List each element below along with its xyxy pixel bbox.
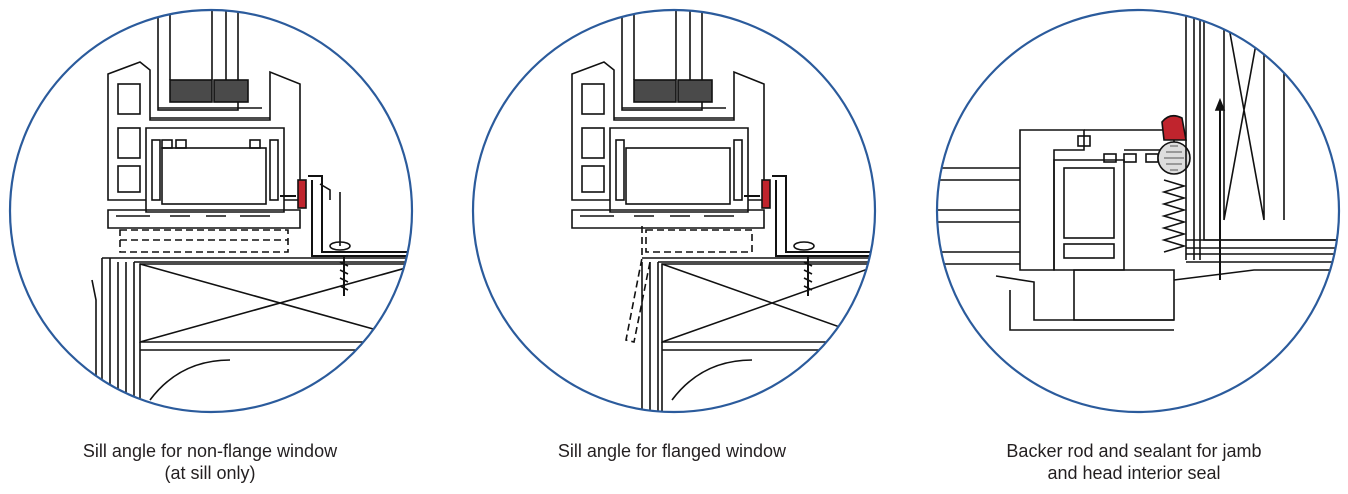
caption-line-1: Sill angle for flanged window — [557, 441, 787, 461]
backer-rod-drawing — [935, 8, 1341, 414]
detail-circle — [8, 8, 414, 414]
detail-panel-flanged-sill: Sill angle for flanged window — [462, 0, 882, 494]
caption-backer-rod: Backer rod and sealant for jamb and head… — [924, 440, 1344, 484]
detail-panel-non-flange-sill: Sill angle for non-flange window (at sil… — [0, 0, 420, 494]
detail-circle — [935, 8, 1341, 414]
non-flange-sill-drawing — [8, 8, 414, 414]
caption-line-1: Backer rod and sealant for jamb — [1006, 441, 1262, 461]
detail-panel-backer-rod: Backer rod and sealant for jamb and head… — [924, 0, 1344, 494]
caption-line-2: (at sill only) — [164, 463, 256, 483]
detail-circle — [471, 8, 877, 414]
caption-line-1: Sill angle for non-flange window — [82, 441, 338, 461]
caption-line-2: and head interior seal — [1047, 463, 1221, 483]
flanged-sill-drawing — [471, 8, 877, 414]
caption-non-flange-sill: Sill angle for non-flange window (at sil… — [0, 440, 420, 484]
caption-flanged-sill: Sill angle for flanged window — [462, 440, 882, 462]
